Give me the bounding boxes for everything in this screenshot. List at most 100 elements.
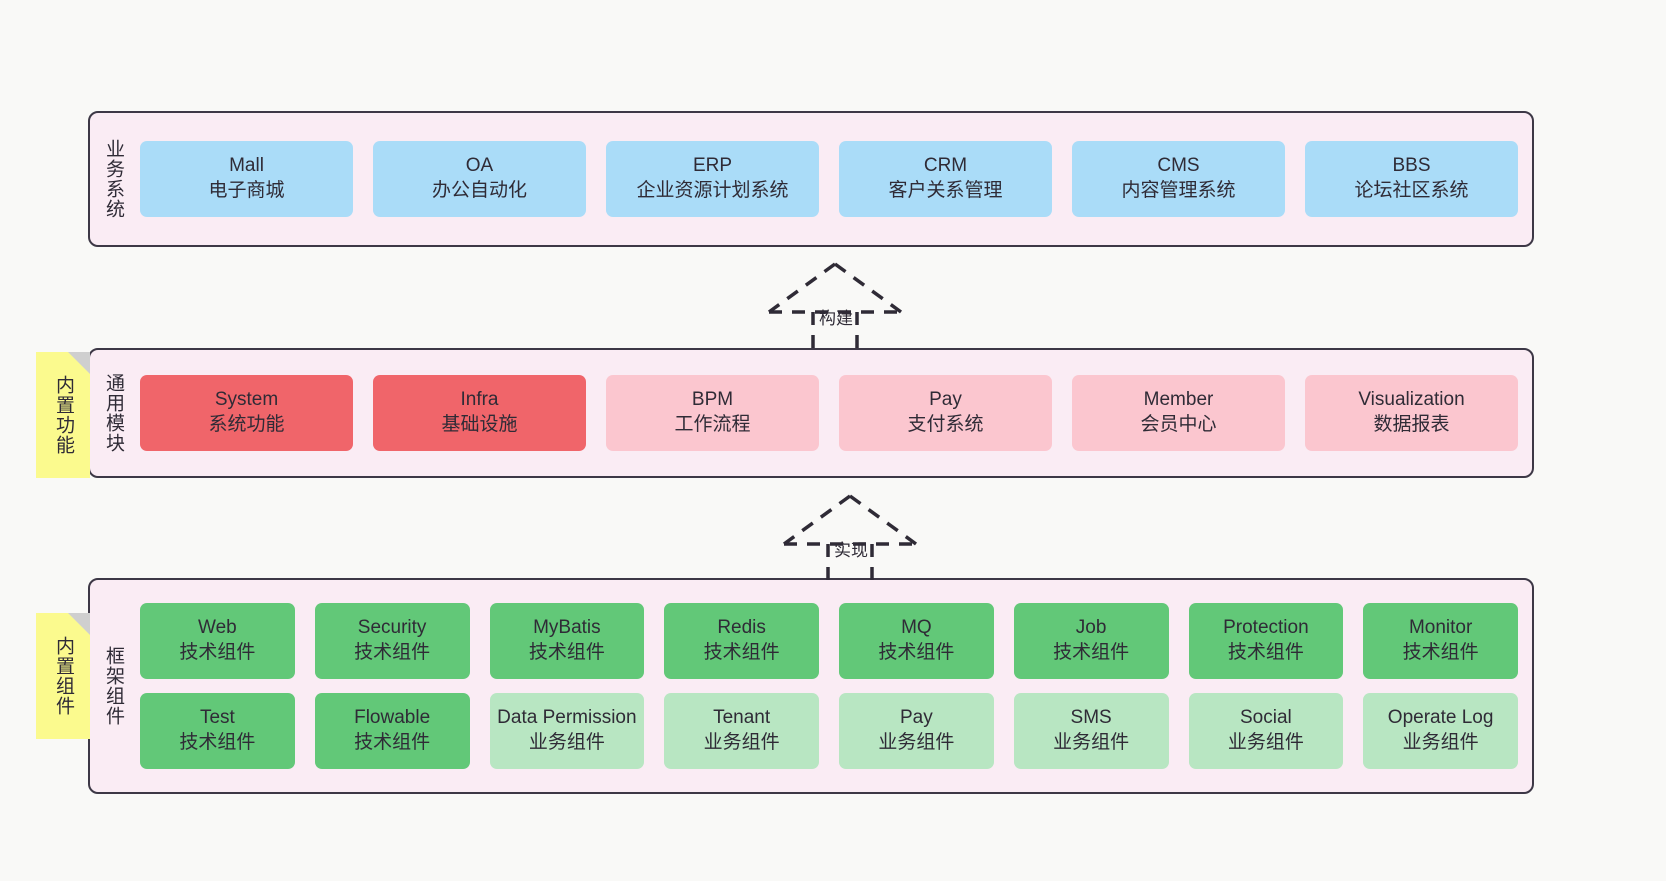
- card-subtitle: 业务组件: [1402, 732, 1479, 753]
- card-title: SMS: [1070, 707, 1112, 729]
- sticky-note-label: 内置组件: [53, 636, 75, 716]
- connector-label-build: 构建: [819, 309, 853, 328]
- card-system[interactable]: System 系统功能: [140, 375, 353, 451]
- card-mall[interactable]: Mall 电子商城: [140, 141, 353, 217]
- card-subtitle: 企业资源计划系统: [636, 180, 789, 201]
- card-title: Redis: [717, 617, 766, 639]
- card-subtitle: 技术组件: [179, 732, 256, 753]
- card-subtitle: 技术组件: [1402, 642, 1479, 663]
- card-title: Infra: [460, 389, 499, 411]
- card-title: Flowable: [354, 707, 431, 729]
- card-monitor[interactable]: Monitor 技术组件: [1363, 603, 1518, 679]
- card-subtitle: 技术组件: [703, 642, 780, 663]
- card-grid-common-modules: System 系统功能 Infra 基础设施 BPM 工作流程 Pay 支付系统…: [136, 350, 1532, 476]
- card-title: BPM: [691, 389, 734, 411]
- card-sms[interactable]: SMS 业务组件: [1013, 693, 1169, 769]
- build-arrow-icon: [767, 262, 903, 348]
- card-bpm[interactable]: BPM 工作流程: [606, 375, 819, 451]
- card-subtitle: 客户关系管理: [888, 180, 1003, 201]
- card-title: Pay: [900, 707, 933, 729]
- card-job[interactable]: Job 技术组件: [1013, 603, 1169, 679]
- card-flowable[interactable]: Flowable 技术组件: [314, 693, 470, 769]
- card-subtitle: 内容管理系统: [1121, 180, 1236, 201]
- card-subtitle: 系统功能: [208, 414, 285, 435]
- card-title: BBS: [1392, 155, 1431, 177]
- card-subtitle: 技术组件: [354, 732, 431, 753]
- card-title: Test: [199, 707, 235, 729]
- note-fold-corner-icon: [68, 613, 90, 635]
- card-title: Protection: [1223, 617, 1309, 639]
- card-bbs[interactable]: BBS 论坛社区系统: [1305, 141, 1518, 217]
- implement-arrow-icon: [782, 494, 918, 580]
- layer-title-business-systems: 业务系统: [103, 139, 125, 219]
- card-title: Member: [1143, 389, 1214, 411]
- card-title: MyBatis: [533, 617, 601, 639]
- card-subtitle: 技术组件: [1053, 642, 1130, 663]
- card-mq[interactable]: MQ 技术组件: [839, 603, 994, 679]
- note-fold-corner-icon: [68, 352, 90, 374]
- card-tenant[interactable]: Tenant 业务组件: [664, 693, 819, 769]
- card-subtitle: 工作流程: [674, 414, 751, 435]
- card-title: System: [214, 389, 279, 411]
- card-title: CMS: [1157, 155, 1200, 177]
- card-security[interactable]: Security 技术组件: [314, 603, 470, 679]
- card-title: Pay: [929, 389, 962, 411]
- card-cms[interactable]: CMS 内容管理系统: [1072, 141, 1285, 217]
- layer-framework-components: 框架组件 Web 技术组件 Security 技术组件 MyBatis 技术组件…: [88, 578, 1534, 794]
- card-row: Test 技术组件 Flowable 技术组件 Data Permission …: [140, 693, 1518, 769]
- card-social[interactable]: Social 业务组件: [1188, 693, 1344, 769]
- card-row: System 系统功能 Infra 基础设施 BPM 工作流程 Pay 支付系统…: [140, 375, 1518, 451]
- card-data-permission[interactable]: Data Permission 业务组件: [489, 693, 645, 769]
- card-title: Security: [357, 617, 427, 639]
- card-subtitle: 业务组件: [528, 732, 605, 753]
- card-title: Social: [1240, 707, 1292, 729]
- layer-title-common-modules: 通用模块: [103, 373, 125, 453]
- card-crm[interactable]: CRM 客户关系管理: [839, 141, 1052, 217]
- card-subtitle: 会员中心: [1140, 414, 1217, 435]
- card-subtitle: 技术组件: [1227, 642, 1304, 663]
- card-pay-component[interactable]: Pay 业务组件: [839, 693, 994, 769]
- connector-build: 构建: [755, 258, 915, 348]
- layer-common-modules: 通用模块 System 系统功能 Infra 基础设施 BPM 工作流程 Pay…: [88, 348, 1534, 478]
- card-title: OA: [465, 155, 494, 177]
- card-subtitle: 业务组件: [703, 732, 780, 753]
- card-subtitle: 数据报表: [1373, 414, 1450, 435]
- connector-implement: 实现: [770, 490, 930, 580]
- sticky-note-label: 内置功能: [53, 375, 75, 455]
- card-operate-log[interactable]: Operate Log 业务组件: [1363, 693, 1518, 769]
- card-row: Mall 电子商城 OA 办公自动化 ERP 企业资源计划系统 CRM 客户关系…: [140, 141, 1518, 217]
- card-grid-framework-components: Web 技术组件 Security 技术组件 MyBatis 技术组件 Redi…: [136, 580, 1532, 792]
- card-protection[interactable]: Protection 技术组件: [1188, 603, 1344, 679]
- card-erp[interactable]: ERP 企业资源计划系统: [606, 141, 819, 217]
- card-pay-module[interactable]: Pay 支付系统: [839, 375, 1052, 451]
- sticky-note-builtin-components: 内置组件: [36, 613, 90, 739]
- card-title: ERP: [692, 155, 733, 177]
- card-subtitle: 技术组件: [179, 642, 256, 663]
- card-subtitle: 业务组件: [1053, 732, 1130, 753]
- card-test[interactable]: Test 技术组件: [140, 693, 295, 769]
- card-row: Web 技术组件 Security 技术组件 MyBatis 技术组件 Redi…: [140, 603, 1518, 679]
- card-visualization[interactable]: Visualization 数据报表: [1305, 375, 1518, 451]
- card-redis[interactable]: Redis 技术组件: [664, 603, 819, 679]
- card-infra[interactable]: Infra 基础设施: [373, 375, 586, 451]
- card-title: Operate Log: [1387, 707, 1494, 729]
- card-title: Visualization: [1358, 389, 1465, 411]
- layer-title-framework-components: 框架组件: [103, 646, 125, 726]
- layer-business-systems: 业务系统 Mall 电子商城 OA 办公自动化 ERP 企业资源计划系统 CRM…: [88, 111, 1534, 247]
- card-title: Monitor: [1408, 617, 1473, 639]
- card-mybatis[interactable]: MyBatis 技术组件: [489, 603, 645, 679]
- card-title: Tenant: [713, 707, 771, 729]
- card-oa[interactable]: OA 办公自动化: [373, 141, 586, 217]
- card-web[interactable]: Web 技术组件: [140, 603, 295, 679]
- card-title: CRM: [923, 155, 968, 177]
- card-subtitle: 业务组件: [1227, 732, 1304, 753]
- card-subtitle: 电子商城: [208, 180, 285, 201]
- card-subtitle: 业务组件: [878, 732, 955, 753]
- card-subtitle: 技术组件: [878, 642, 955, 663]
- card-subtitle: 技术组件: [354, 642, 431, 663]
- card-member[interactable]: Member 会员中心: [1072, 375, 1285, 451]
- connector-label-implement: 实现: [834, 541, 868, 560]
- sticky-note-builtin-features: 内置功能: [36, 352, 90, 478]
- card-grid-business-systems: Mall 电子商城 OA 办公自动化 ERP 企业资源计划系统 CRM 客户关系…: [136, 113, 1532, 245]
